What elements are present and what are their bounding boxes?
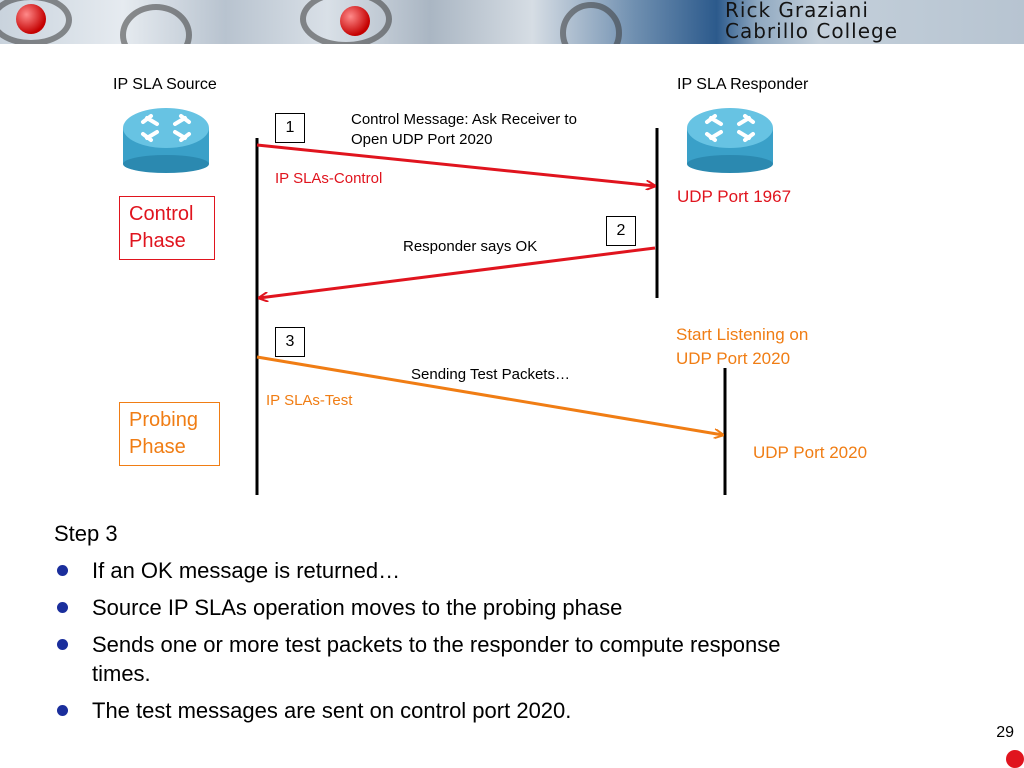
- ip-slas-control-label: IP SLAs-Control: [275, 170, 383, 187]
- bullet-dot-icon: [57, 602, 68, 613]
- test-port-label: UDP Port 2020: [753, 443, 868, 462]
- responder-router-icon: [687, 108, 773, 173]
- bullet-item: The test messages are sent on control po…: [54, 696, 814, 725]
- author-name: Rick Graziani: [725, 0, 869, 22]
- author-credit: Rick Graziani Cabrillo College: [725, 0, 898, 42]
- cable-graphic: [0, 0, 72, 44]
- cable-connector-icon: [340, 6, 370, 36]
- ip-slas-test-label: IP SLAs-Test: [266, 392, 353, 409]
- cable-connector-icon: [16, 4, 46, 34]
- bullet-item: Source IP SLAs operation moves to the pr…: [54, 593, 814, 622]
- responder-ok-text: Responder says OK: [403, 238, 538, 255]
- start-listening-label: Start Listening on UDP Port 2020: [676, 325, 809, 368]
- step-2-badge: 2: [606, 216, 636, 246]
- cable-graphic: [120, 4, 192, 44]
- source-router-icon: [123, 108, 209, 173]
- slide-body: Step 3 If an OK message is returned… Sou…: [54, 519, 814, 733]
- cable-graphic: [560, 2, 622, 44]
- cable-graphic: [300, 0, 392, 44]
- control-request-arrow: [256, 143, 655, 186]
- source-label: IP SLA Source: [113, 76, 217, 93]
- test-packets-arrow: [256, 355, 723, 435]
- test-packets-text: Sending Test Packets…: [411, 366, 570, 383]
- bullet-dot-icon: [57, 565, 68, 576]
- bullet-item: If an OK message is returned…: [54, 556, 814, 585]
- bullet-item: Sends one or more test packets to the re…: [54, 630, 814, 688]
- control-message-text: Control Message: Ask Receiver to Open UD…: [351, 111, 577, 148]
- header-banner: Rick Graziani Cabrillo College: [0, 0, 1024, 44]
- step-heading: Step 3: [54, 521, 118, 546]
- red-dot-icon: [1006, 750, 1024, 768]
- page-number: 29: [996, 724, 1014, 741]
- step-3-badge: 3: [275, 327, 305, 357]
- probing-phase-box: Probing Phase: [119, 402, 220, 466]
- bullet-dot-icon: [57, 705, 68, 716]
- responder-ok-arrow: [259, 246, 656, 298]
- bullet-dot-icon: [57, 639, 68, 650]
- responder-label: IP SLA Responder: [677, 76, 809, 93]
- control-phase-box: Control Phase: [119, 196, 215, 260]
- step-1-badge: 1: [275, 113, 305, 143]
- author-affiliation: Cabrillo College: [725, 19, 899, 43]
- control-port-label: UDP Port 1967: [677, 187, 792, 206]
